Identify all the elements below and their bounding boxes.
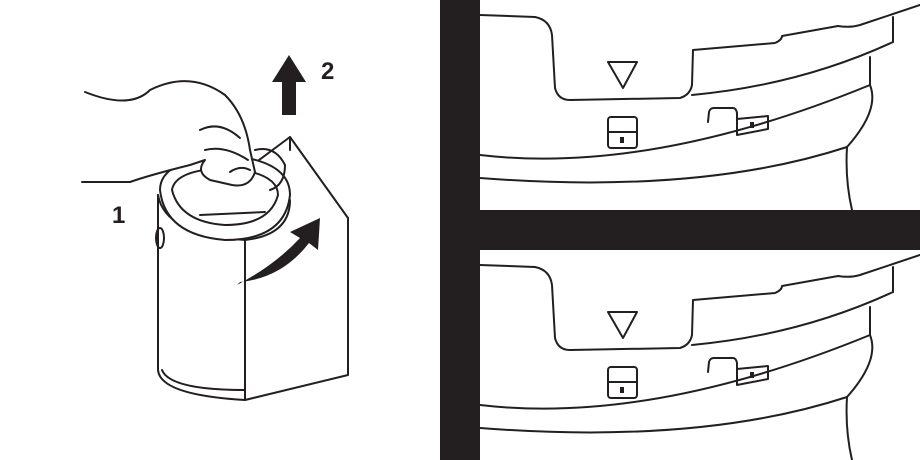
bottom-detail-panel	[480, 254, 920, 460]
left-panel-container-illustration	[81, 55, 349, 401]
top-detail-panel	[480, 4, 920, 210]
vertical-divider	[440, 0, 480, 460]
step-1-label: 1	[112, 202, 126, 229]
step-2-label: 2	[321, 58, 335, 85]
up-arrow-icon	[272, 55, 306, 115]
rotate-arrow-icon	[237, 218, 320, 285]
horizontal-divider	[480, 210, 920, 250]
